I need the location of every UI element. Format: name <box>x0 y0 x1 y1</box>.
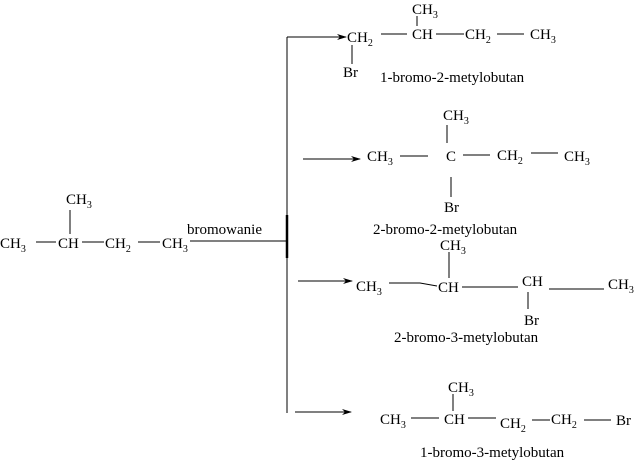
reactant-group-4: CH3 <box>162 236 188 255</box>
p4-name: 1-bromo-3-metylobutan <box>420 445 565 461</box>
p1-branch: CH3 <box>412 2 438 21</box>
reactant-group-2: CH <box>58 236 79 252</box>
p2-group-2: C <box>446 149 456 165</box>
p3-substituent: Br <box>524 313 539 329</box>
reactant-molecule: CH3 CH CH2 CH3 CH3 <box>0 192 188 255</box>
p1-group-4: CH3 <box>530 27 556 46</box>
p3-group-2: CH <box>438 280 459 296</box>
p3-group-4: CH3 <box>608 277 634 296</box>
p4-group-3: CH2 <box>500 416 526 435</box>
reagent-label: bromowanie <box>187 222 262 238</box>
p2-group-4: CH3 <box>564 149 590 168</box>
p4-branch: CH3 <box>448 380 474 399</box>
p2-substituent: Br <box>444 200 459 216</box>
p3-group-3: CH <box>522 274 543 290</box>
p1-group-3: CH2 <box>465 27 491 46</box>
p4-group-4: CH2 <box>551 412 577 431</box>
p1-group-2: CH <box>412 27 433 43</box>
p2-branch: CH3 <box>443 108 469 127</box>
reactant-group-3: CH2 <box>105 236 131 255</box>
p4-group-2: CH <box>444 412 465 428</box>
product-3: CH3 CH CH CH3 CH3 Br 2-bromo-3-metylobut… <box>356 238 634 346</box>
p3-group-1: CH3 <box>356 279 382 298</box>
product-4: CH3 CH CH2 CH2 Br CH3 1-bromo-3-metylobu… <box>380 380 631 461</box>
p1-substituent: Br <box>343 65 358 81</box>
p4-substituent: Br <box>616 413 631 429</box>
product-2: CH3 C CH2 CH3 CH3 Br 2-bromo-2-metylobut… <box>367 108 590 238</box>
p2-group-3: CH2 <box>497 148 523 167</box>
product-1: CH2 CH CH2 CH3 CH3 Br 1-bromo-2-metylobu… <box>343 2 556 86</box>
p1-name: 1-bromo-2-metylobutan <box>380 70 525 86</box>
p1-group-1: CH2 <box>347 30 373 49</box>
p2-name: 2-bromo-2-metylobutan <box>373 222 518 238</box>
reactant-branch: CH3 <box>66 192 92 211</box>
p2-group-1: CH3 <box>367 149 393 168</box>
p4-group-1: CH3 <box>380 412 406 431</box>
reactant-group-1: CH3 <box>0 236 26 255</box>
p3-branch: CH3 <box>440 238 466 257</box>
bond <box>389 282 438 287</box>
p3-name: 2-bromo-3-metylobutan <box>394 330 539 346</box>
